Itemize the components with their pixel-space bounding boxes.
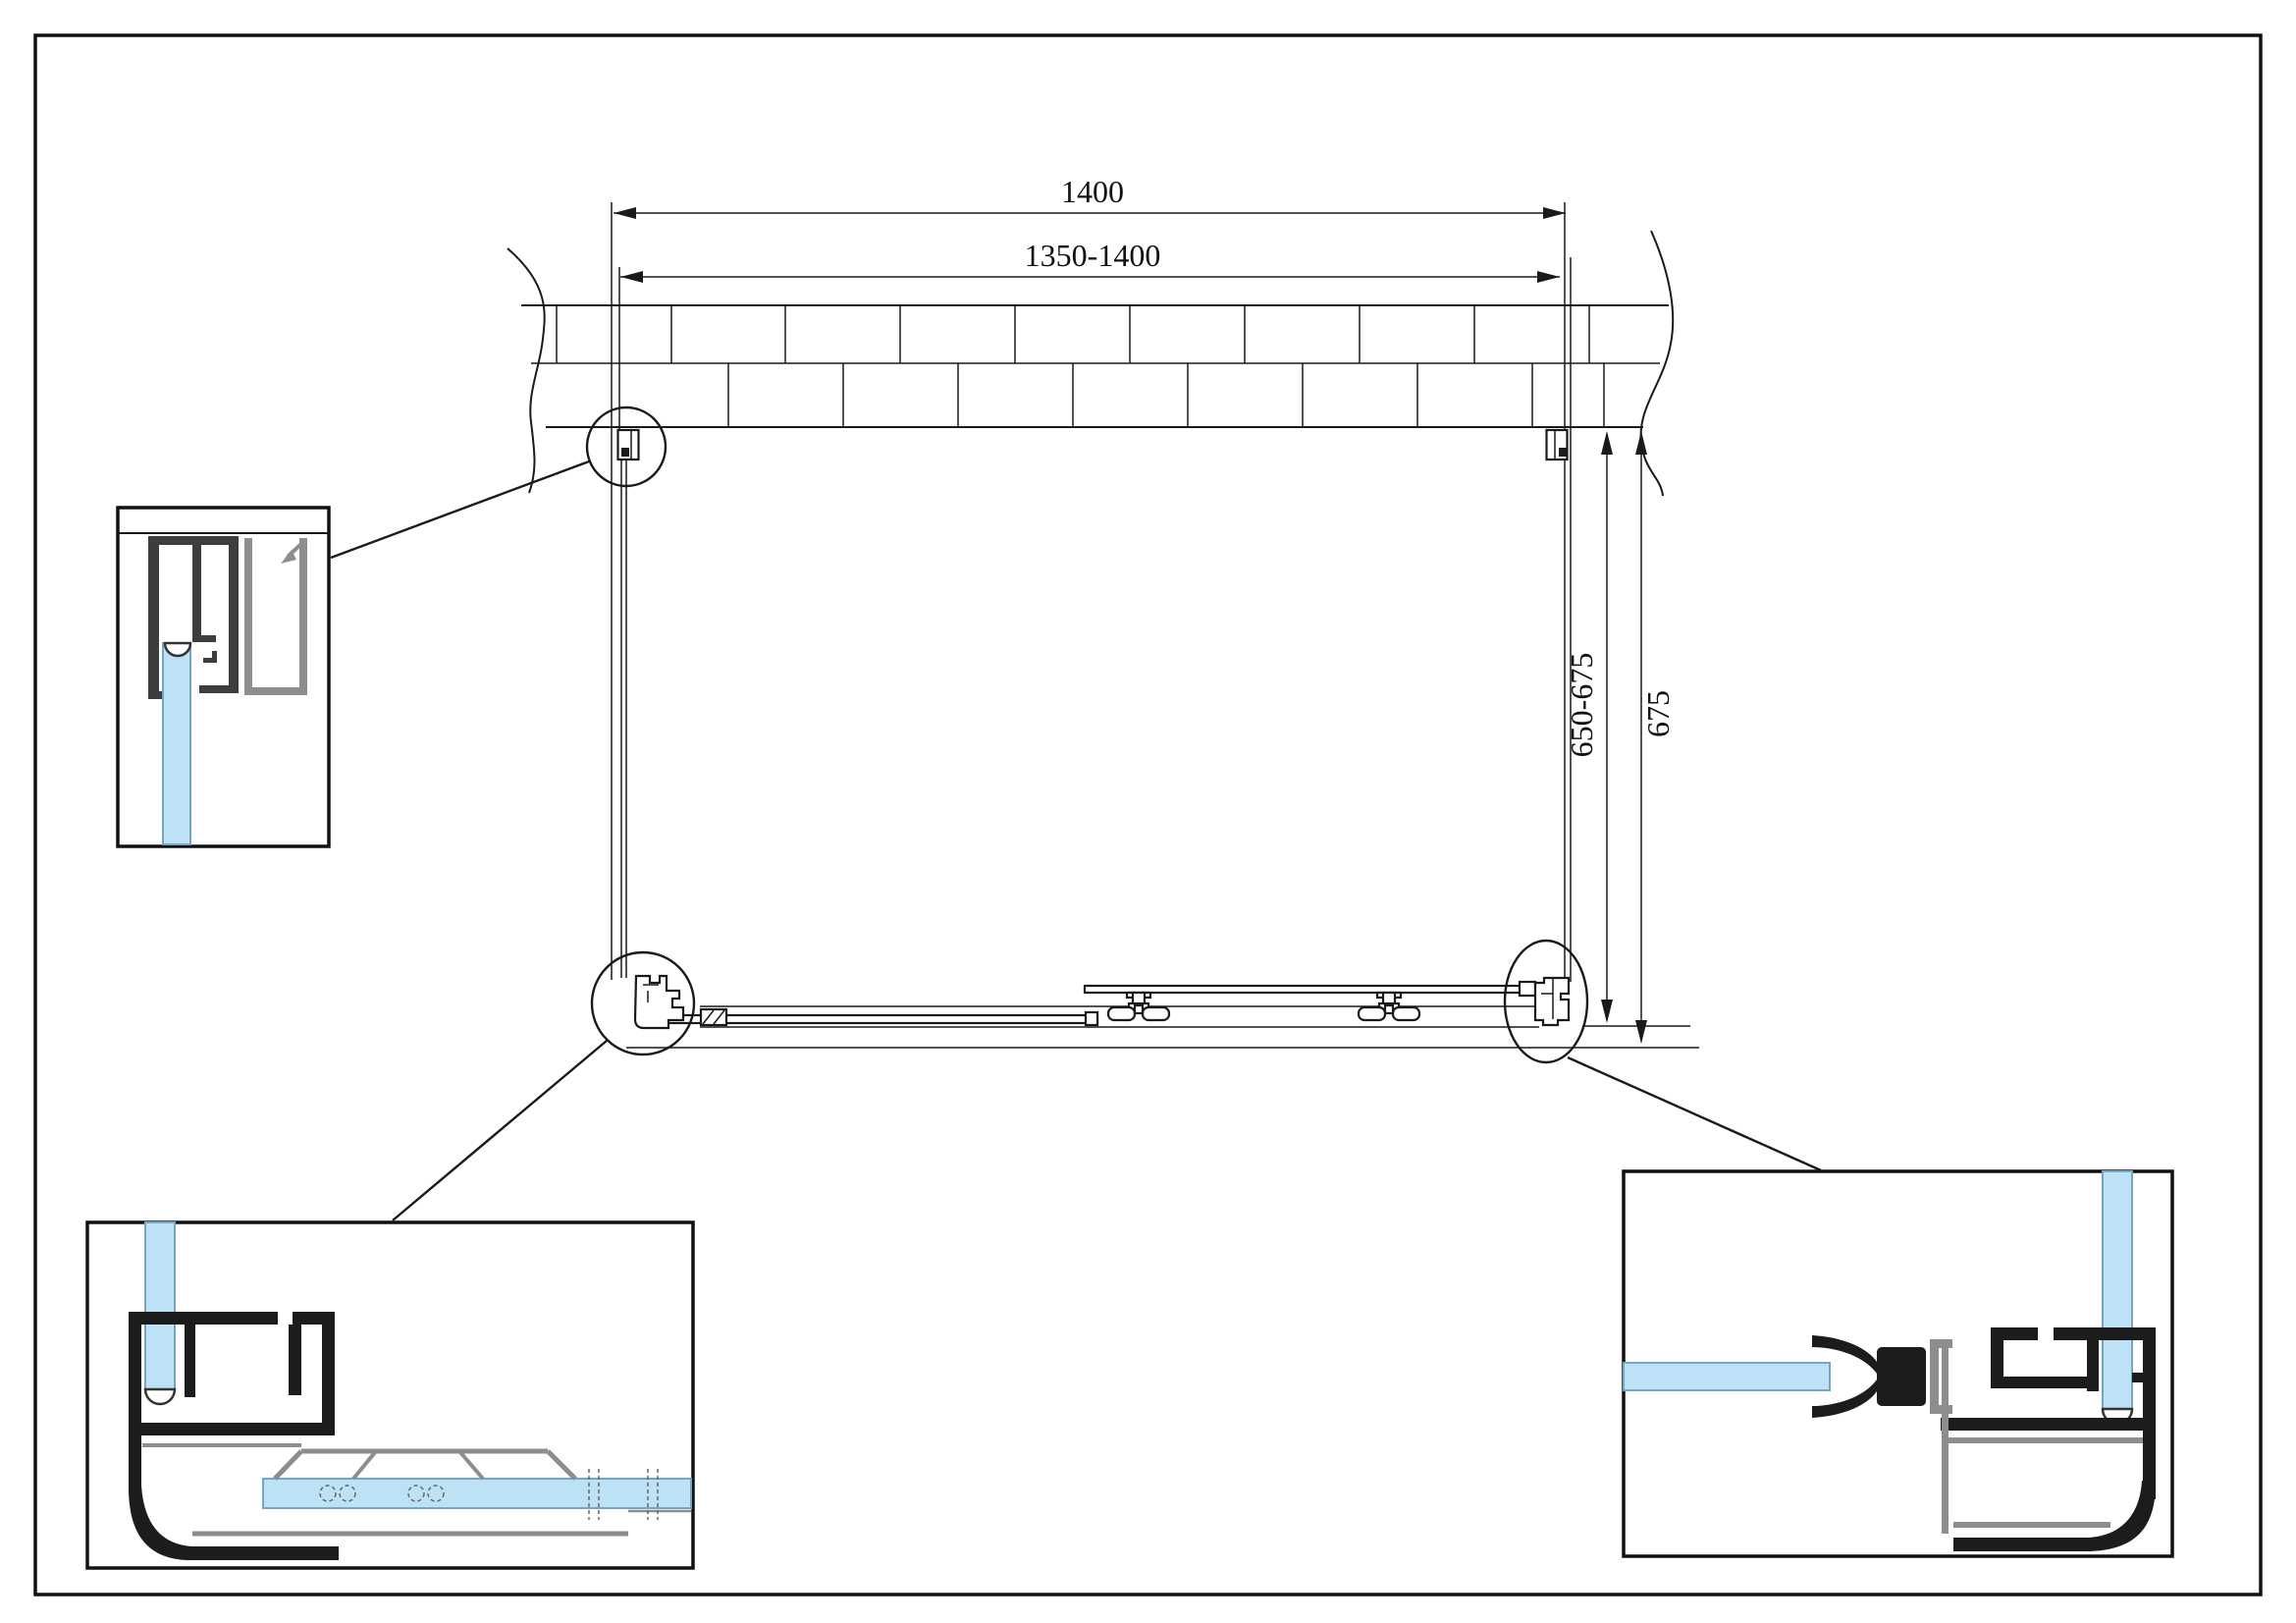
glass-clamp: [143, 1387, 177, 1406]
dim-label-1350-1400: 1350-1400: [1025, 238, 1161, 273]
detail-circle-top-left: [585, 406, 667, 488]
fixed-panel-glass-plan: [663, 1013, 1099, 1025]
screw-holes-dashed: [319, 1469, 659, 1520]
arrowhead-up: [1635, 431, 1647, 455]
corner-profile-section: [1941, 1327, 2156, 1551]
wall-break-line-right: [1639, 230, 1675, 497]
fixed-panel-end-cap: [1084, 1010, 1099, 1027]
detail-box-bottom-right: [1622, 1169, 2174, 1558]
bottom-rail-plan: [626, 980, 1699, 1049]
magnet-seal-profile: [1812, 1335, 1952, 1418]
wall-profile-right-plan: [1545, 428, 1569, 461]
roller-wheel: [1391, 1005, 1421, 1022]
arrowhead-right: [1537, 271, 1560, 283]
sliding-door-end-fitting: [1518, 980, 1537, 998]
glass-side-panel-section: [144, 1221, 176, 1390]
wall-break-line-left: [507, 247, 546, 494]
corner-rail-gray-liner: [1942, 1347, 2143, 1534]
corner-hardware-bottom-left: [633, 974, 728, 1030]
dimension-depth-adjustable: 650-675: [1564, 431, 1690, 1027]
wall-profile-left-plan: [616, 428, 640, 461]
arrowhead-left: [620, 271, 643, 283]
roller-wheel: [1357, 1005, 1387, 1022]
roller-left: [1106, 991, 1171, 1022]
glass-fixed-panel-section: [162, 642, 191, 845]
corner-hardware-bottom-right: [1533, 976, 1571, 1027]
glass-side-panel-section: [2102, 1170, 2133, 1410]
dim-label-1400: 1400: [1061, 174, 1124, 209]
dimension-width-overall: 1400: [614, 174, 1566, 219]
glass-door-panel-section: [1623, 1362, 1831, 1391]
brick-joints-course2: [727, 363, 1605, 427]
dimension-depth-overall: 675: [1635, 431, 1676, 1044]
top-rail-profile-dark: [148, 536, 239, 699]
glass-clamp: [163, 641, 192, 658]
glass-door-panel-section: [262, 1478, 692, 1509]
sheet-border: [33, 33, 2263, 1596]
brick-joints-course1: [556, 305, 1590, 363]
roller-right: [1357, 991, 1421, 1022]
roller-wheel: [1106, 1005, 1137, 1022]
arrowhead-right: [1543, 207, 1566, 219]
roller-wheel: [1141, 1005, 1171, 1022]
arrowhead-left: [614, 207, 636, 219]
detail-ellipse-bottom-right: [1503, 939, 1589, 1064]
arrowhead-down: [1601, 1000, 1613, 1023]
detail-circle-bottom-left: [590, 950, 696, 1056]
wall-section: [507, 230, 1675, 497]
side-panel-right: [1545, 202, 1572, 982]
dim-label-675: 675: [1640, 690, 1676, 737]
dimension-width-adjustable: 1350-1400: [620, 238, 1560, 283]
side-panel-left: [611, 202, 640, 980]
glass-panel-left-lines: [620, 460, 627, 978]
arrowhead-down: [1635, 1020, 1647, 1044]
detail-box-top-left: [116, 506, 331, 848]
leader-line-top-left: [330, 460, 590, 560]
wall-profile-section: [129, 1312, 339, 1560]
detail-box-bottom-left: [85, 1220, 695, 1570]
arrowhead-up: [1601, 431, 1613, 455]
leader-line-bottom-left: [392, 1040, 608, 1221]
leader-line-bottom-right: [1567, 1055, 1822, 1172]
dim-label-650-675: 650-675: [1564, 653, 1599, 758]
bottom-track-tray: [142, 1443, 691, 1537]
